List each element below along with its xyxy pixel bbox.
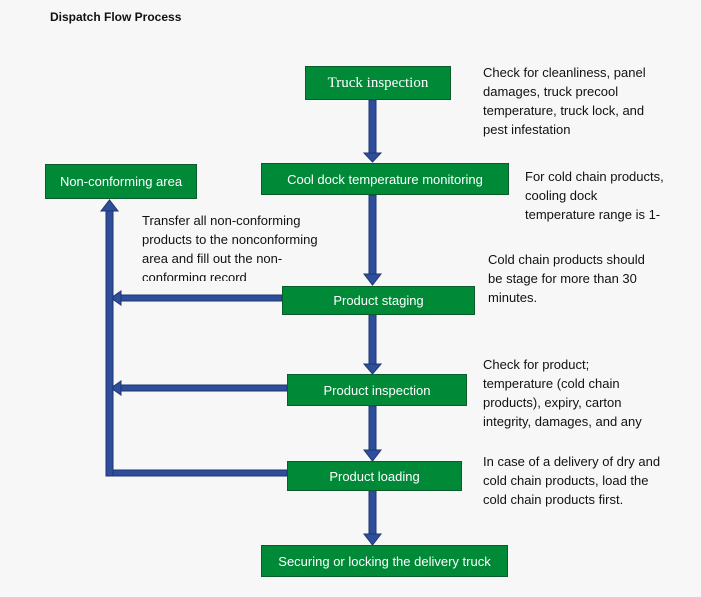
note-line: Check for product; [483, 357, 590, 372]
note-product-inspection: Check for product; temperature (cold cha… [483, 355, 642, 431]
note-line: cold chain products first. [483, 492, 624, 507]
note-line: conforming record [142, 270, 247, 281]
note-cool-dock: For cold chain products, cooling dock te… [525, 167, 664, 224]
note-line: cold chain products, load the [483, 473, 649, 488]
note-line: products), expiry, carton [483, 395, 622, 410]
step-product-staging: Product staging [282, 286, 475, 315]
step-truck-inspection: Truck inspection [305, 66, 451, 100]
page-title: Dispatch Flow Process [50, 10, 182, 24]
note-line: In case of a delivery of dry and [483, 454, 661, 469]
step-product-loading: Product loading [287, 461, 462, 491]
note-line: Cold chain products should [488, 252, 645, 267]
step-product-inspection: Product inspection [287, 374, 467, 406]
note-product-staging: Cold chain products should be stage for … [488, 250, 645, 307]
step-securing-truck: Securing or locking the delivery truck [261, 545, 508, 577]
arrow-staging-to-inspection [362, 313, 383, 375]
note-line: damages, truck precool [483, 84, 619, 99]
note-line: pest infestation [483, 122, 571, 137]
arrow-loading-to-securing [362, 489, 383, 546]
note-line: cooling dock [525, 188, 598, 203]
step-cool-dock-monitoring: Cool dock temperature monitoring [261, 163, 509, 195]
note-line: temperature (cold chain [483, 376, 620, 391]
note-line: area and fill out the non- [142, 251, 283, 266]
arrow-dock-to-staging [362, 194, 383, 286]
arrow-inspection-to-nonconforming [110, 380, 288, 396]
note-line: integrity, damages, and any [483, 414, 642, 429]
note-line: minutes. [488, 290, 538, 305]
note-line: For cold chain products, [525, 169, 664, 184]
non-conforming-area-box: Non-conforming area [45, 164, 197, 199]
note-truck-inspection: Check for cleanliness, panel damages, tr… [483, 63, 646, 139]
arrow-staging-to-nonconforming [110, 290, 283, 306]
note-transfer-nonconforming: Transfer all non-conforming products to … [142, 211, 342, 281]
note-line: temperature range is 1- [525, 207, 661, 222]
note-product-loading: In case of a delivery of dry and cold ch… [483, 452, 660, 509]
arrow-truck-to-dock [362, 99, 383, 163]
arrow-inspection-to-loading [362, 405, 383, 462]
note-line: Transfer all non-conforming [142, 213, 301, 228]
note-line: products to the nonconforming [142, 232, 318, 247]
note-line: be stage for more than 30 [488, 271, 637, 286]
note-line: Check for cleanliness, panel [483, 65, 646, 80]
note-line: temperature, truck lock, and [483, 103, 645, 118]
